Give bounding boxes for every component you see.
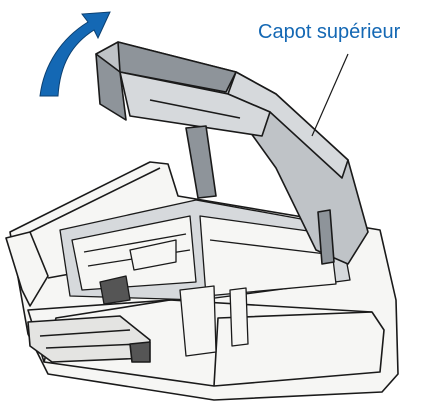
curved-up-arrow-icon <box>39 11 111 97</box>
callout-leader-line <box>311 53 349 137</box>
top-cover-label: Capot supérieur <box>258 21 401 43</box>
printer-interior <box>59 199 351 357</box>
top-cover <box>95 41 369 265</box>
